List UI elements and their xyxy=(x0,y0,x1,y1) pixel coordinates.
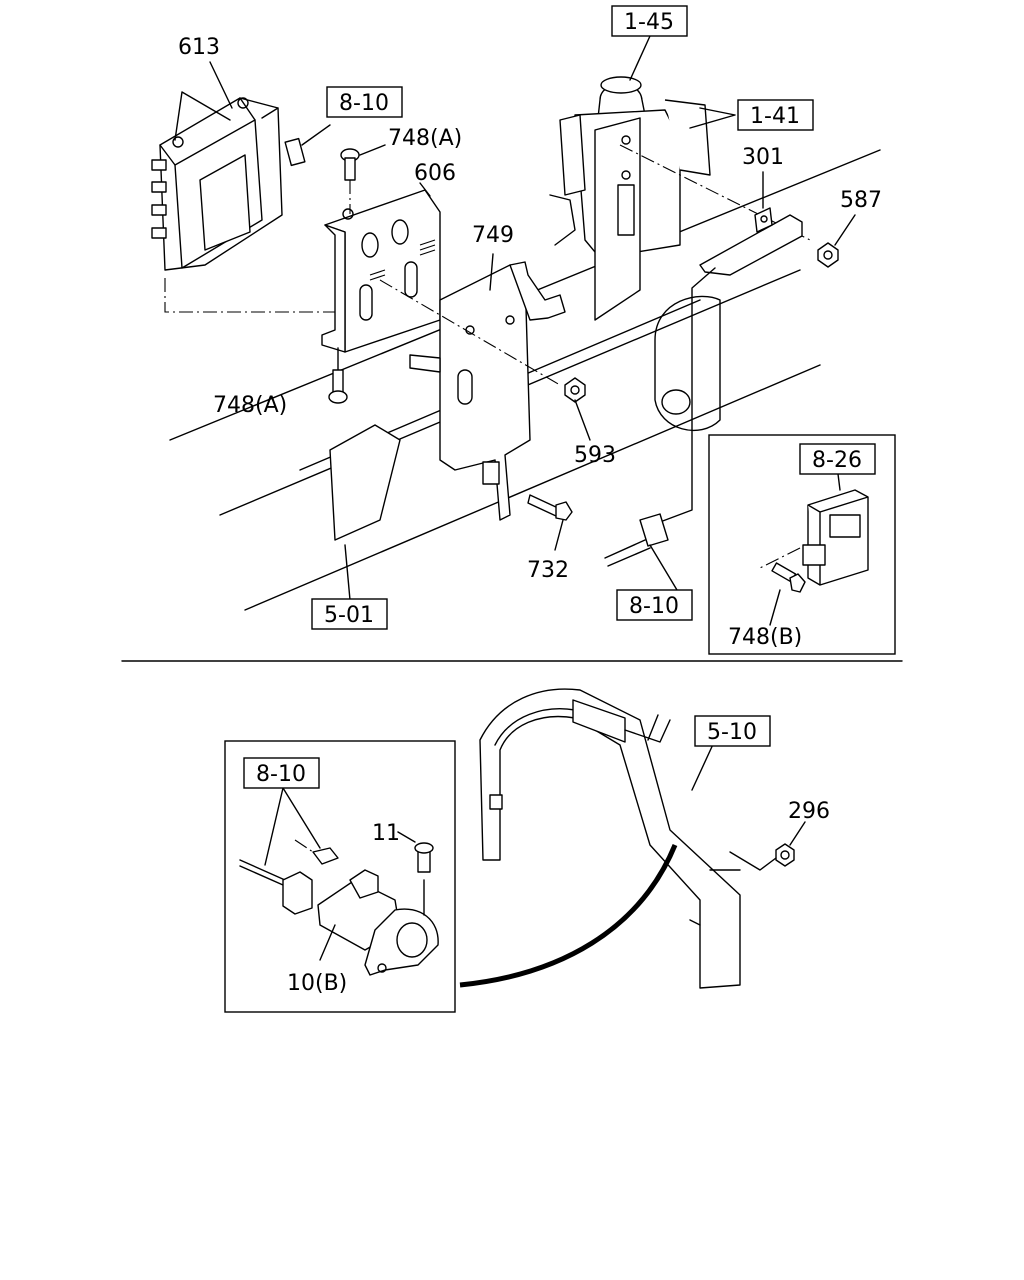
label-748a-bottom: 748(A) xyxy=(213,393,287,418)
ref-8-10-mid: 8-10 xyxy=(629,594,679,619)
part-301 xyxy=(699,171,803,276)
leader-606 xyxy=(419,182,431,197)
label-613: 613 xyxy=(178,35,220,60)
leader-613 xyxy=(174,91,231,141)
ref-box-8-10-inset xyxy=(243,757,320,789)
frame-bracket-5-10 xyxy=(479,688,741,989)
ref-5-10: 5-10 xyxy=(707,720,757,745)
label-748b: 748(B) xyxy=(728,625,802,650)
bracket-606 xyxy=(321,189,441,353)
stud-line xyxy=(379,279,561,386)
ref-1-45: 1-45 xyxy=(624,10,674,35)
label-748a-top: 748(A) xyxy=(388,126,462,151)
label-606: 606 xyxy=(414,161,456,186)
ref-8-26: 8-26 xyxy=(812,448,862,473)
ref-box-8-10-mid xyxy=(616,589,693,621)
label-749: 749 xyxy=(472,223,514,248)
inset-sensor xyxy=(224,740,456,1013)
ref-box-5-01 xyxy=(311,598,388,630)
bracket-749 xyxy=(409,261,566,521)
label-11: 11 xyxy=(372,821,400,846)
label-587: 587 xyxy=(840,188,882,213)
ref-5-01: 5-01 xyxy=(324,603,374,628)
leader-1-41 xyxy=(689,107,736,129)
connector-8-10-top xyxy=(284,124,331,167)
ref-8-10-inset: 8-10 xyxy=(256,762,306,787)
label-301: 301 xyxy=(742,145,784,170)
bolt-732 xyxy=(527,494,573,551)
label-10b: 10(B) xyxy=(287,971,347,996)
inset-callout-curve xyxy=(459,844,678,988)
ref-1-41: 1-41 xyxy=(750,104,800,129)
ref-box-5-10 xyxy=(694,715,771,747)
label-593: 593 xyxy=(574,443,616,468)
label-732: 732 xyxy=(527,558,569,583)
nut-593 xyxy=(564,377,591,441)
ref-box-8-26 xyxy=(799,443,876,475)
ecu-613 xyxy=(151,97,283,271)
harness-8-10 xyxy=(604,267,716,596)
ref-box-1-45 xyxy=(611,5,688,37)
ref-box-1-41 xyxy=(737,99,814,131)
leader-613-b xyxy=(209,61,233,109)
label-296: 296 xyxy=(788,799,830,824)
bolt-748a-bottom xyxy=(328,369,348,404)
ecu-mount-line xyxy=(164,278,335,313)
nut-296 xyxy=(729,821,806,871)
bolt-748a-top xyxy=(340,144,386,214)
leader-1-45 xyxy=(629,35,651,81)
frame-rails xyxy=(169,149,881,611)
ref-8-10-top: 8-10 xyxy=(339,91,389,116)
leader-749 xyxy=(489,253,494,291)
leader-5-01 xyxy=(344,544,351,601)
reservoir-assembly xyxy=(549,76,711,321)
ref-box-8-10-top xyxy=(326,86,403,118)
nut-587 xyxy=(817,214,856,268)
